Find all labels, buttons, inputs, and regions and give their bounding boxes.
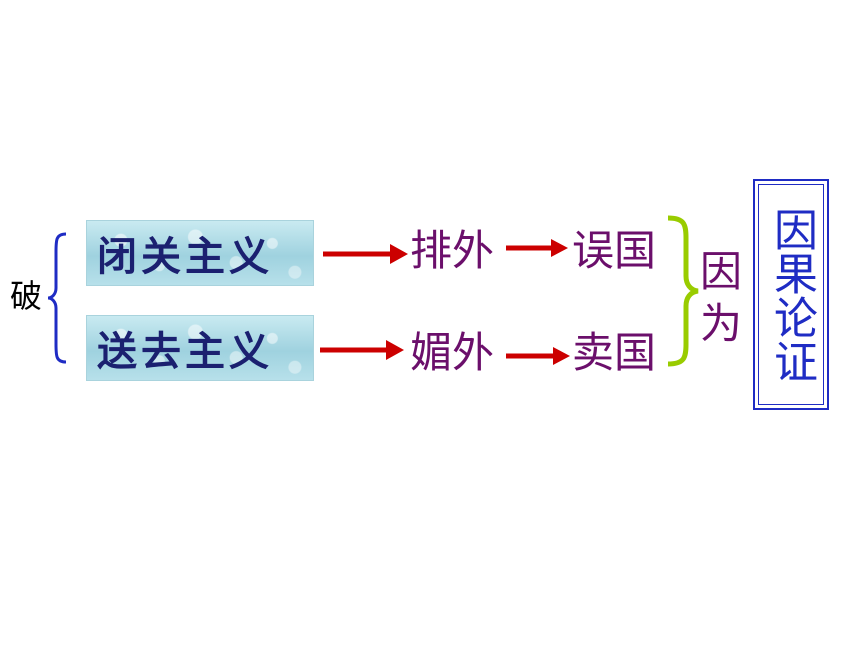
closed-door-box: 闭关主义	[86, 220, 314, 286]
arrow-flatter-to-betray	[506, 347, 570, 365]
send-out-box: 送去主义	[86, 315, 314, 381]
arrow-box2-to-flatter	[320, 340, 404, 360]
betray-nation-text: 卖国	[572, 328, 657, 377]
closed-door-label: 闭关主义	[97, 234, 273, 280]
flatter-foreign-text: 媚外	[410, 328, 495, 377]
cause-label: 因为	[699, 247, 742, 348]
harm-nation-text: 误国	[572, 226, 657, 275]
arrow-box1-to-exclude	[323, 244, 408, 264]
arrow-exclude-to-harm	[506, 239, 568, 257]
refute-label: 破	[10, 277, 43, 315]
conclusion-box: 因果论证	[753, 179, 829, 410]
conclusion-label: 因果论证	[758, 184, 824, 405]
send-out-label: 送去主义	[97, 329, 273, 375]
exclude-foreign-text: 排外	[410, 226, 495, 275]
right-brace	[667, 215, 699, 367]
left-brace	[47, 232, 67, 364]
